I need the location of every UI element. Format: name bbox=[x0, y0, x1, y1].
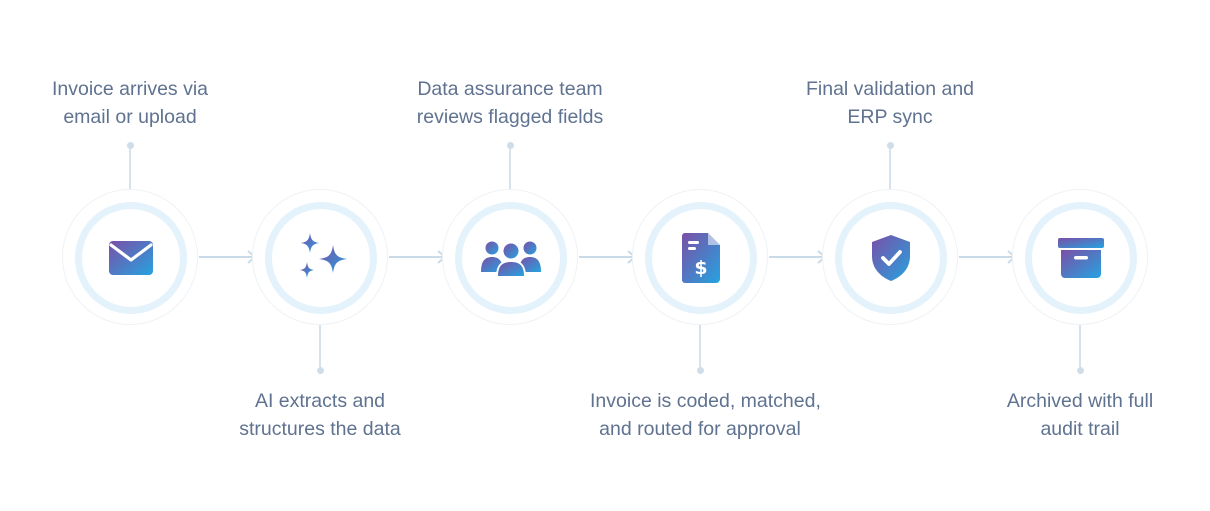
archive-box-icon bbox=[1058, 238, 1104, 278]
step-2-connector-dot bbox=[317, 367, 324, 374]
step-5-connector-dot bbox=[887, 142, 894, 149]
step-6-connector bbox=[1079, 325, 1081, 367]
sparkles-icon bbox=[300, 233, 347, 278]
shield-check-icon bbox=[872, 235, 910, 281]
step-3-connector-dot bbox=[507, 142, 514, 149]
step-4-connector bbox=[699, 325, 701, 367]
step-3-label: Data assurance team reviews flagged fiel… bbox=[416, 78, 604, 128]
step-1-connector-dot bbox=[127, 142, 134, 149]
step-6-connector-dot bbox=[1077, 367, 1084, 374]
step-6-label: Archived with full audit trail bbox=[1006, 390, 1154, 440]
arrow-1-2 bbox=[199, 250, 257, 264]
arrow-5-6 bbox=[959, 250, 1017, 264]
step-4-label: Invoice is coded, matched, and routed fo… bbox=[590, 390, 821, 440]
invoice-dollar-icon: $ bbox=[682, 233, 720, 283]
step-1-label: Invoice arrives via email or upload bbox=[51, 78, 209, 128]
step-2-label: AI extracts and structures the data bbox=[239, 390, 401, 440]
arrow-4-5 bbox=[769, 250, 827, 264]
arrow-2-3 bbox=[389, 250, 447, 264]
step-4-node: $ bbox=[632, 189, 768, 325]
arrow-3-4 bbox=[579, 250, 637, 264]
step-5-node bbox=[822, 189, 958, 325]
svg-text:$: $ bbox=[694, 257, 707, 279]
step-3-node bbox=[442, 189, 578, 325]
mail-icon bbox=[109, 241, 153, 275]
step-3-connector bbox=[509, 149, 511, 189]
step-5-connector bbox=[889, 149, 891, 189]
step-1-node bbox=[62, 189, 198, 325]
step-4-connector-dot bbox=[697, 367, 704, 374]
step-1-connector bbox=[129, 149, 131, 189]
step-2-node bbox=[252, 189, 388, 325]
team-icon bbox=[481, 241, 541, 277]
step-6-node bbox=[1012, 189, 1148, 325]
step-5-label: Final validation and ERP sync bbox=[805, 78, 975, 128]
step-2-connector bbox=[319, 325, 321, 367]
